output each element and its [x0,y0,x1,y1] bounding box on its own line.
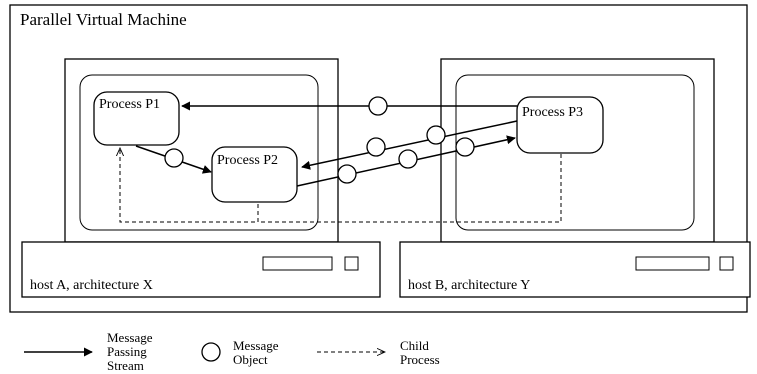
legend-child-process: Child Process [317,338,440,367]
host-a: host A, architecture X [21,58,381,298]
message-object [426,125,446,145]
process-p1: Process P1 [93,91,180,146]
message-object [366,137,386,157]
host-a-power-button-icon [344,256,359,271]
process-p3: Process P3 [516,96,604,154]
process-p1-label: Process P1 [99,97,160,112]
host-b: host B, architecture Y [399,58,751,298]
host-a-label: host A, architecture X [30,278,153,293]
process-p2: Process P2 [211,146,298,203]
stream-p3-to-p2 [301,120,518,170]
legend-object-label-line2: Object [233,352,268,367]
host-b-power-button-icon [719,256,734,271]
legend-object-label-line1: Message [233,338,279,353]
child-process-links [120,148,562,223]
host-b-screen [455,74,695,231]
process-p3-label: Process P3 [522,105,583,120]
host-a-monitor [64,58,339,243]
process-p2-label: Process P2 [217,153,278,168]
host-b-label: host B, architecture Y [408,278,530,293]
message-object [164,148,184,168]
message-objects [164,96,475,184]
virtual-machine-frame [9,4,748,313]
message-object [455,137,475,157]
legend-stream-label-line3: Stream [107,358,144,373]
child-process-link-p3-p1 [258,154,562,223]
diagram-title: Parallel Virtual Machine [20,10,187,29]
legend-stream-label-line1: Message [107,330,153,345]
legend-stream-label-line2: Passing [107,344,147,359]
host-a-drive-slot-icon [262,256,333,271]
host-a-screen [79,74,319,231]
legend-message-stream: Message Passing Stream [24,330,153,373]
message-object [368,96,388,116]
legend-message-object-icon [201,342,221,362]
host-b-drive-slot-icon [635,256,710,271]
child-process-link-p2-p1 [120,148,259,223]
message-object [398,149,418,169]
message-object [337,164,357,184]
legend: Message Passing Stream Message Object Ch… [24,330,440,373]
legend-message-object: Message Object [201,338,279,367]
legend-child-label-line2: Process [400,352,440,367]
legend-child-label-line1: Child [400,338,429,353]
